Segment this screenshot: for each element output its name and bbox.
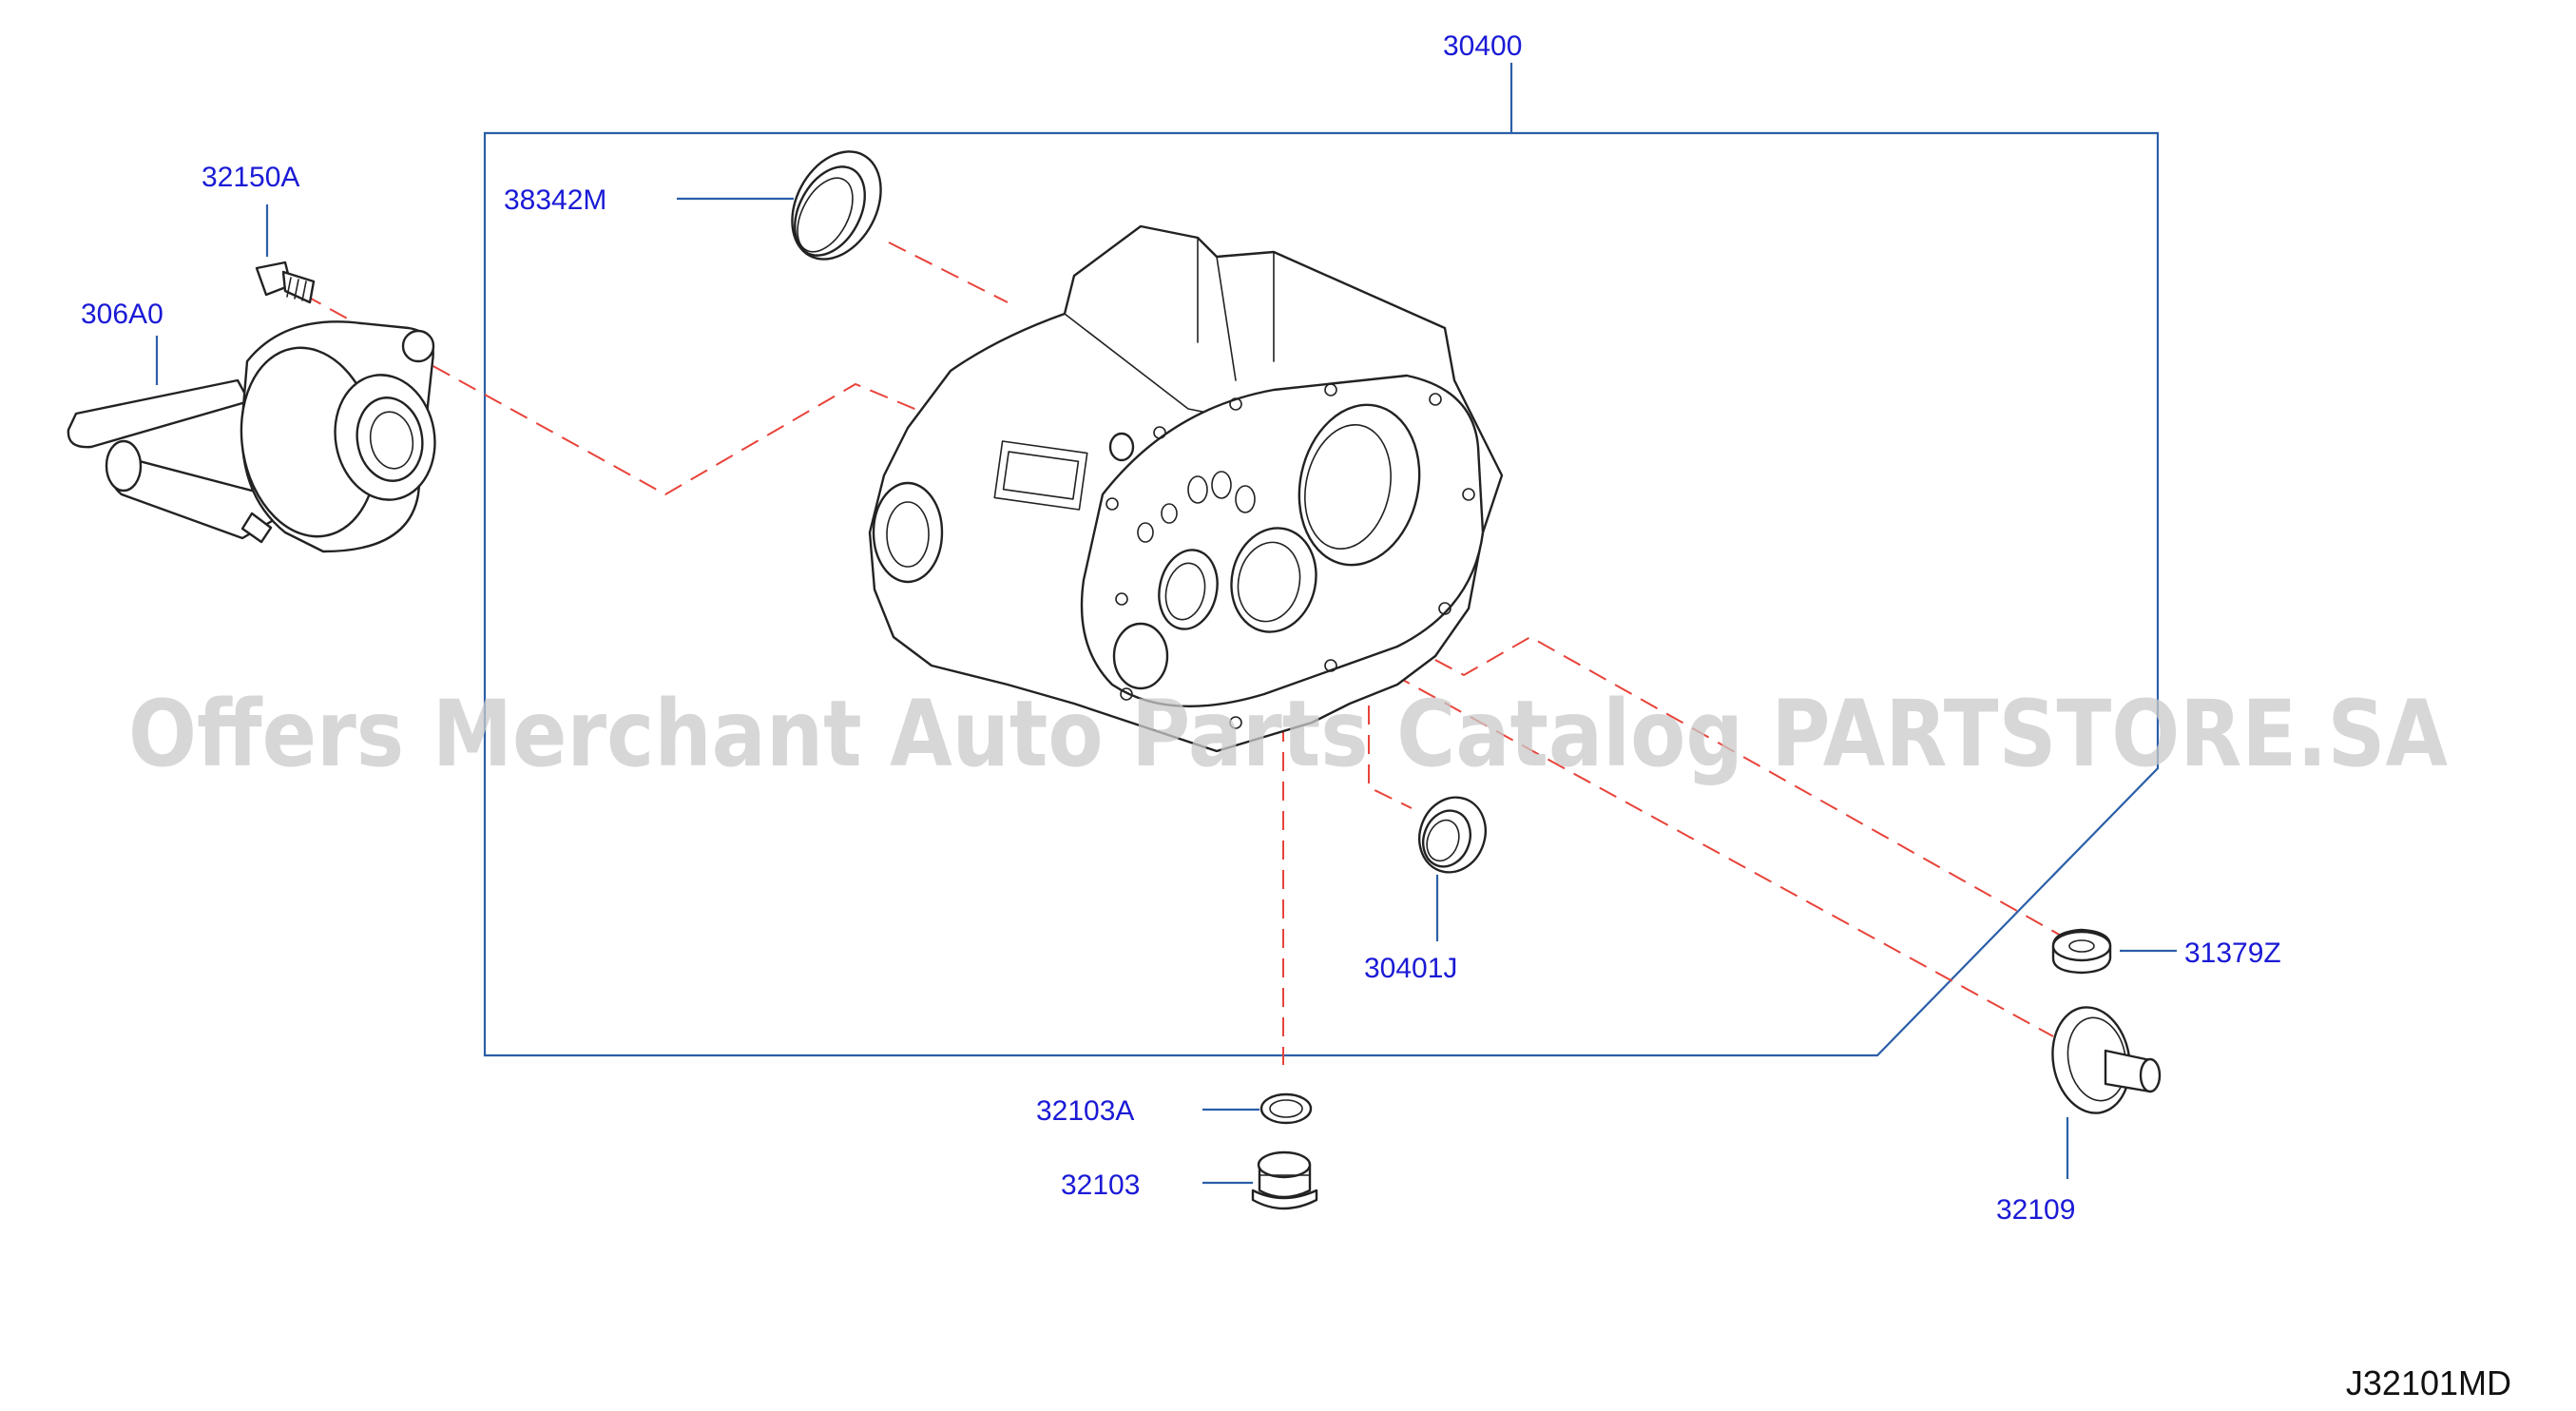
part-label-31379Z[interactable]: 31379Z [2184, 937, 2281, 969]
part-label-38342M[interactable]: 38342M [504, 184, 606, 216]
part-label-30401J[interactable]: 30401J [1364, 953, 1457, 984]
part-label-32150A[interactable]: 32150A [202, 162, 299, 193]
bolt-32150A-part[interactable] [255, 261, 316, 304]
oil-seal-38342M-part[interactable] [775, 136, 899, 274]
part-label-306A0[interactable]: 306A0 [81, 299, 163, 330]
part-label-32103[interactable]: 32103 [1061, 1169, 1140, 1201]
part-label-32103A[interactable]: 32103A [1036, 1095, 1134, 1127]
part-label-30400[interactable]: 30400 [1443, 30, 1522, 62]
leader-lines [155, 197, 2177, 1185]
gasket-32103A-part[interactable] [1259, 1092, 1313, 1125]
drain-plug-32103-part[interactable] [1251, 1150, 1318, 1210]
diagram-code: J32101MD [2346, 1363, 2511, 1402]
part-label-32109[interactable]: 32109 [1996, 1194, 2075, 1226]
cover-32109-part[interactable] [2045, 1001, 2162, 1119]
transmission-case-30400-part[interactable] [868, 224, 1504, 753]
seal-30401J-part[interactable] [1409, 788, 1495, 881]
slave-cylinder-306A0-part[interactable] [67, 320, 445, 553]
watermark-text: Offers Merchant Auto Parts Catalog PARTS… [128, 681, 2448, 787]
assembly-frame [483, 63, 2160, 1057]
washer-31379Z-part[interactable] [2051, 928, 2112, 975]
